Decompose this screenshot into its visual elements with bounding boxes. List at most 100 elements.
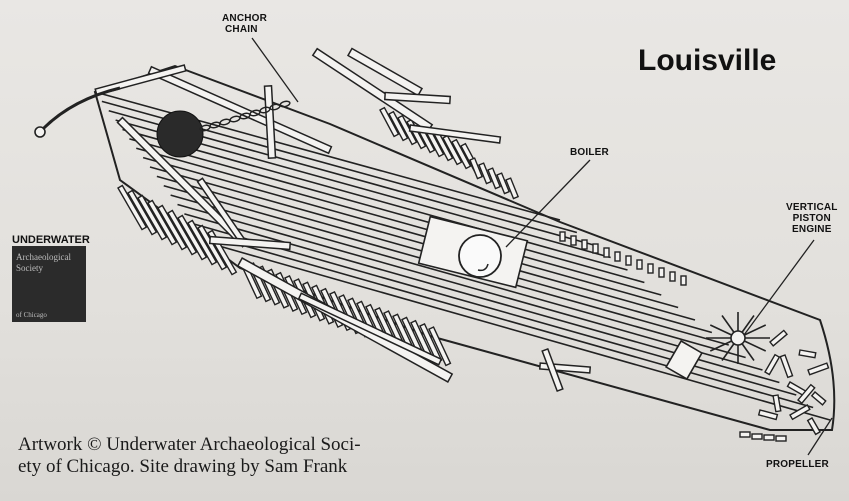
hull-plank	[191, 222, 797, 396]
upper-frame	[451, 138, 472, 170]
timber	[346, 47, 424, 97]
lower-frame	[127, 189, 158, 236]
upper-rail	[658, 267, 665, 278]
engine-leader	[743, 239, 815, 336]
lower-frame	[428, 326, 452, 367]
propeller-debris	[739, 329, 830, 442]
upper-rail	[603, 247, 610, 258]
hull-plank	[197, 231, 814, 409]
hull-plank	[170, 194, 746, 359]
engine-block	[665, 339, 703, 381]
upper-rail	[559, 231, 566, 242]
upper-frame	[388, 110, 409, 142]
debris-piece	[772, 394, 782, 413]
hull-plank	[149, 166, 696, 321]
boiler-label: BOILER	[570, 147, 609, 158]
debris-piece	[806, 417, 821, 436]
credit-caption: Artwork © Underwater Archaeological Soci…	[18, 434, 361, 478]
hull-plank	[129, 138, 645, 284]
debris-piece	[798, 349, 817, 359]
timber	[297, 292, 443, 366]
debris-piece	[751, 433, 763, 440]
timber	[263, 85, 277, 159]
hull-plank	[136, 147, 662, 296]
lower-frame	[177, 214, 208, 261]
debris-piece	[757, 409, 779, 421]
society-logo: Archaeological Society of Chicago	[12, 246, 86, 322]
page-title: Louisville	[638, 44, 777, 77]
debris-piece	[775, 435, 787, 442]
engine-label-line3: ENGINE	[792, 224, 832, 235]
debris-piece	[779, 354, 794, 379]
credit-line2: ety of Chicago. Site drawing by Sam Fran…	[18, 456, 348, 477]
anchor-chain-label-line1: ANCHOR	[222, 13, 268, 24]
timber	[408, 124, 502, 144]
debris-piece	[764, 353, 781, 376]
chain-link	[279, 100, 291, 108]
debris-piece	[810, 391, 827, 406]
upper-rail	[614, 251, 621, 262]
propeller-label: PROPELLER	[766, 459, 829, 470]
upper-rail	[570, 235, 577, 246]
bow-ring	[34, 126, 46, 138]
logo-word: UNDERWATER	[12, 234, 90, 246]
lower-frame	[157, 204, 188, 251]
timber	[541, 347, 564, 393]
lower-frame	[187, 219, 218, 266]
lower-frame	[117, 184, 148, 231]
leader-lines	[251, 37, 833, 456]
debris-piece	[807, 362, 830, 376]
upper-rail	[636, 259, 643, 270]
upper-frame	[379, 106, 400, 138]
upper-rail	[581, 239, 588, 250]
credit-line1: Artwork © Underwater Archaeological Soci…	[18, 434, 361, 455]
engine-label-line2: PISTON	[792, 213, 831, 224]
anchor-chain-leader	[251, 37, 299, 103]
upper-frame	[496, 172, 511, 195]
upper-rail	[592, 243, 599, 254]
bow-curl	[38, 86, 121, 134]
upper-frame	[478, 162, 493, 185]
lower-frame	[197, 224, 228, 271]
timber	[383, 91, 452, 105]
chain-link	[229, 115, 241, 123]
anchor-chain-label-line2: CHAIN	[225, 24, 258, 35]
hull-plank	[122, 128, 628, 271]
boiler-leader	[505, 159, 591, 248]
hull-plank	[177, 203, 763, 371]
engine-label-line1: VERTICAL	[786, 202, 838, 213]
logo-line3: of Chicago	[16, 311, 47, 319]
upper-rail	[625, 255, 632, 266]
upper-frame	[487, 167, 502, 190]
lower-frame	[167, 209, 198, 256]
debris-piece	[769, 329, 788, 347]
chain-link	[219, 118, 231, 126]
upper-frame	[469, 157, 484, 180]
engine-cylinder	[730, 330, 746, 346]
debris-piece	[797, 383, 816, 405]
anchor-chain-label: ANCHOR CHAIN	[222, 13, 267, 35]
debris-piece	[789, 404, 811, 421]
boiler	[458, 234, 502, 278]
anchor-chain	[199, 100, 291, 132]
upper-frame	[505, 177, 520, 200]
vertical-piston-engine	[665, 312, 770, 381]
anchor-chain-pile	[156, 110, 204, 158]
logo-line2: Society	[16, 263, 43, 273]
scattered-timbers	[38, 47, 592, 393]
logo-line1: Archaeological	[16, 252, 71, 262]
upper-rail	[669, 271, 676, 282]
upper-frame	[442, 134, 463, 166]
timber	[208, 235, 292, 251]
propeller-leader	[807, 417, 833, 456]
hull-plank	[142, 156, 679, 309]
upper-rail	[647, 263, 654, 274]
timber	[147, 65, 333, 155]
hull-plank	[204, 241, 831, 421]
boiler-detail	[477, 263, 489, 272]
debris-piece	[739, 431, 751, 438]
debris-piece	[763, 434, 775, 441]
lower-frame	[137, 194, 168, 241]
engine-label: VERTICAL PISTON ENGINE	[786, 202, 838, 235]
